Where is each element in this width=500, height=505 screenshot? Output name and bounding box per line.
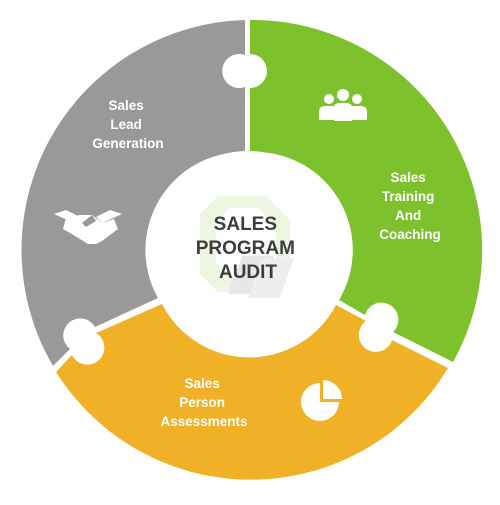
logo-watermark (200, 196, 294, 298)
segment-training-coaching-label: Sales Training And Coaching (379, 170, 441, 242)
segment-training-coaching-shape (250, 19, 483, 363)
segment-lead-generation-label: Sales Lead Generation (92, 98, 163, 151)
segment-lead-generation-shape (21, 20, 245, 366)
segment-training-coaching: Sales Training And Coaching (250, 19, 483, 363)
center-title: SALES PROGRAM AUDIT (196, 214, 301, 283)
segment-person-assessments-label: Sales Person Assessments (160, 376, 247, 429)
center-hub: SALES PROGRAM AUDIT (151, 151, 345, 345)
segment-person-assessments-shape (56, 304, 448, 480)
segment-lead-generation: Sales Lead Generation (21, 20, 245, 366)
center-circle (151, 151, 345, 345)
handshake-icon (54, 210, 122, 244)
segment-person-assessments: Sales Person Assessments (56, 304, 448, 480)
pie-chart-icon (301, 380, 342, 421)
team-icon (319, 89, 367, 121)
